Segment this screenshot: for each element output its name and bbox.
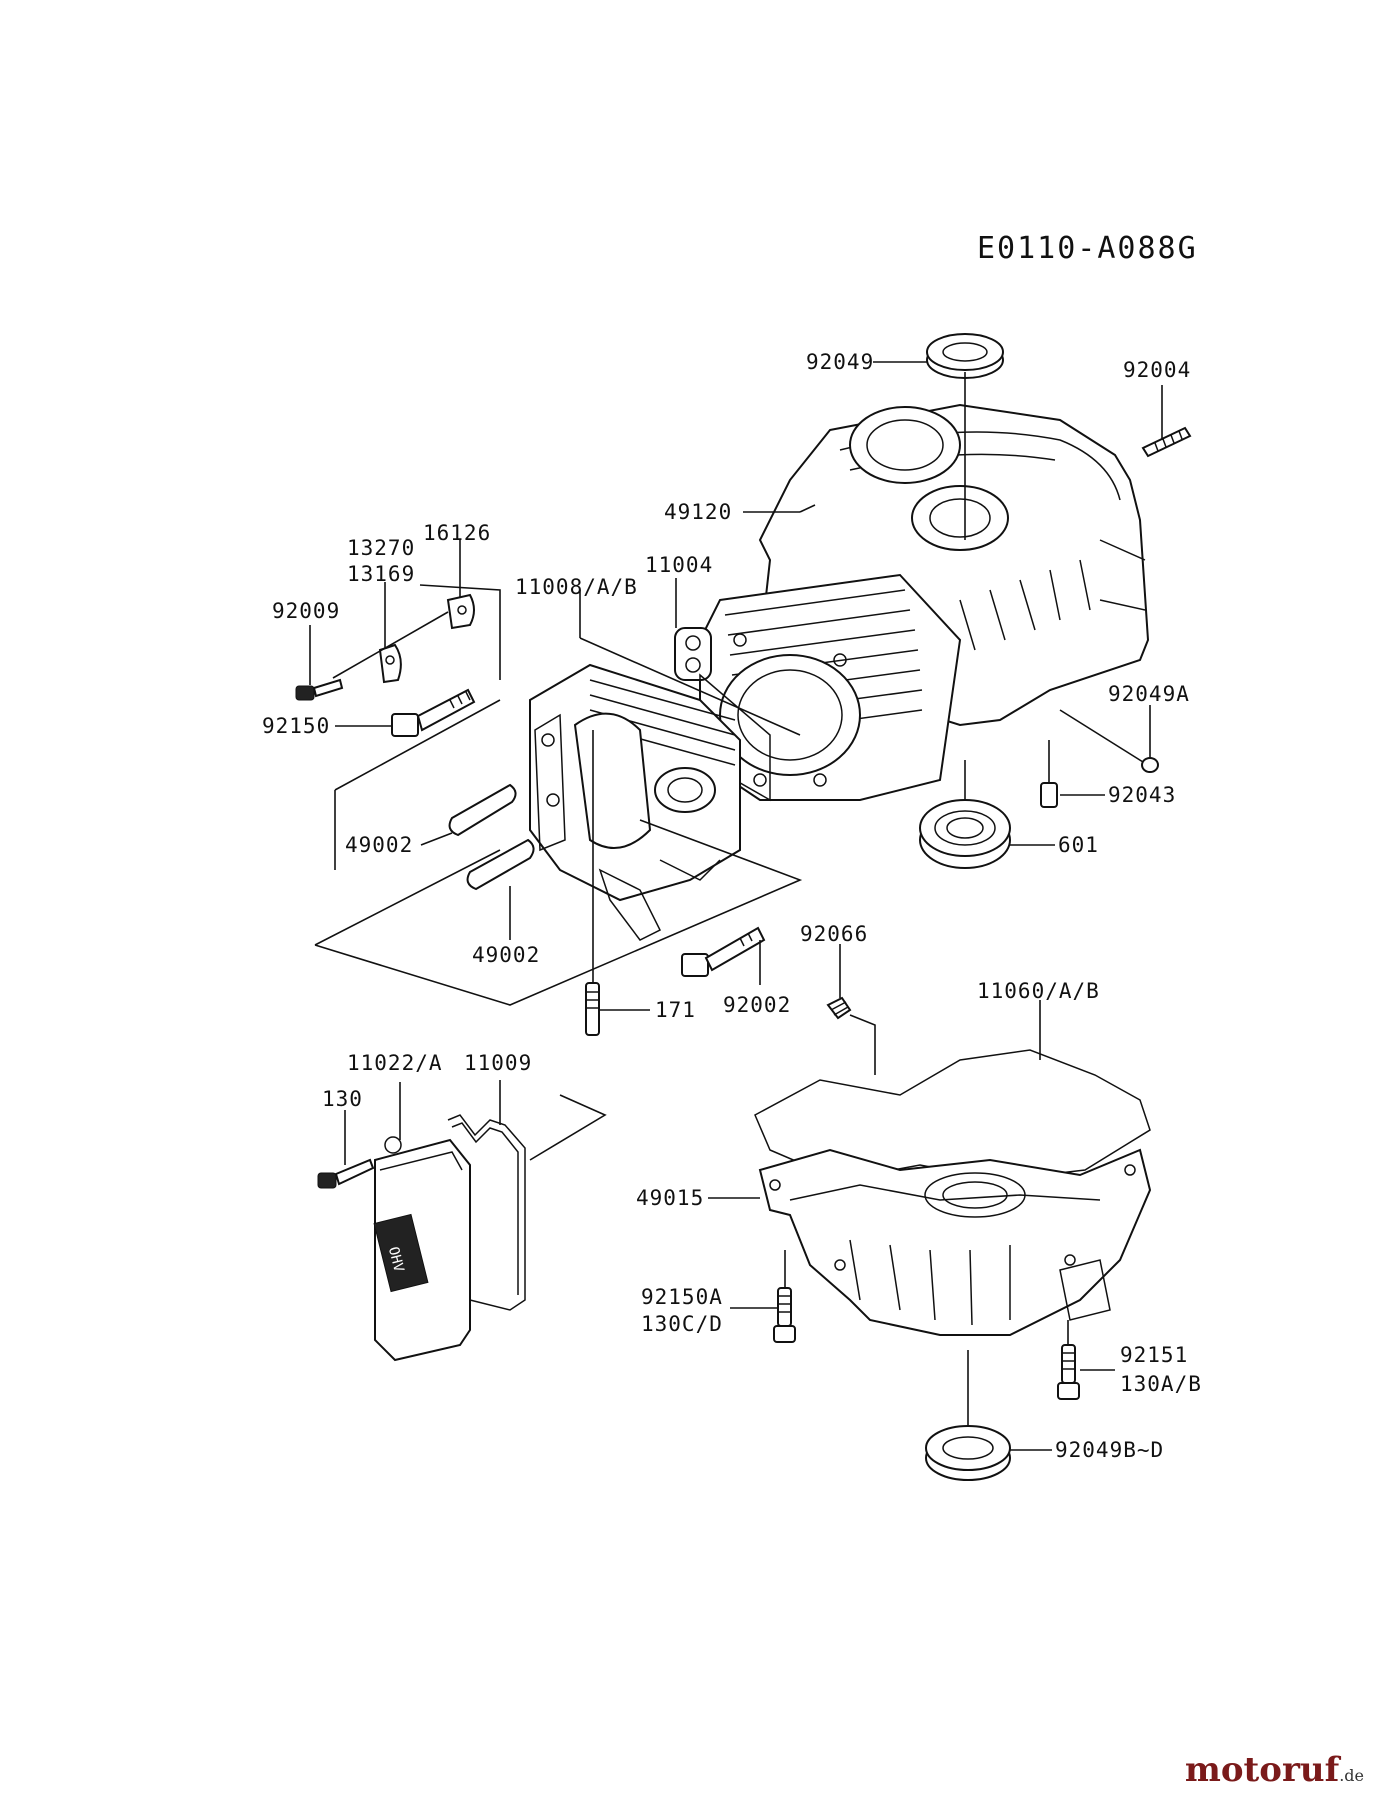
label-130: 130 [322,1087,363,1111]
bolt-92151 [1057,1344,1080,1400]
label-11008: 11008/A/B [515,575,638,599]
label-92150A: 92150A [641,1285,723,1309]
cover-logo: OHV [385,1245,407,1274]
oil-seal-92049 [926,333,1004,379]
label-92049: 92049 [806,350,874,374]
bolt-92150 [391,688,476,737]
label-92004: 92004 [1123,358,1191,382]
plug-92066 [826,996,852,1020]
bearing-601 [919,799,1011,869]
label-130CD: 130C/D [641,1312,723,1336]
label-601: 601 [1058,833,1099,857]
label-92150: 92150 [262,714,330,738]
label-92002: 92002 [723,993,791,1017]
label-49015: 49015 [636,1186,704,1210]
label-92009: 92009 [272,599,340,623]
bolt-92009 [295,678,344,701]
washer-92049A [1141,757,1159,773]
stud-171 [585,982,600,1036]
label-49002-upper: 49002 [345,833,413,857]
label-92049A: 92049A [1108,682,1190,706]
label-11060: 11060/A/B [977,979,1100,1003]
label-92066: 92066 [800,922,868,946]
oil-pan-part [754,1049,1152,1336]
gasket-11004 [674,627,712,681]
label-11009: 11009 [464,1051,532,1075]
label-11022: 11022/A [347,1051,443,1075]
dowel-92043 [1040,782,1058,808]
bolt-92002 [681,926,766,977]
bolt-130 [317,1158,375,1189]
label-92043: 92043 [1108,783,1176,807]
clip-16126 [446,593,475,630]
label-92049B-D: 92049B~D [1055,1438,1164,1462]
label-11004: 11004 [645,553,713,577]
label-13270: 13270 [347,536,415,560]
watermark-brand: motoruf [1184,1750,1340,1790]
stud-92004 [1141,426,1192,458]
gasket-11009 [447,1114,526,1311]
label-130AB: 130A/B [1120,1372,1202,1396]
label-16126: 16126 [423,521,491,545]
label-92151: 92151 [1120,1343,1188,1367]
rocker-cover-part: OHV [373,1136,471,1362]
label-13169: 13169 [347,562,415,586]
label-49002-lower: 49002 [472,943,540,967]
crankcase-part [698,403,1150,801]
oil-seal-92049B-D [925,1425,1011,1481]
tube-49002-lower [466,838,535,891]
diagram-code: E0110-A088G [977,231,1198,266]
tube-49002-upper [448,783,517,837]
bracket-13270 [378,643,402,684]
watermark-tld: .de [1339,1766,1364,1785]
bolt-92150A [773,1287,796,1343]
label-49120: 49120 [664,500,732,524]
watermark-logo: motoruf.de [1185,1750,1364,1790]
label-171: 171 [655,998,696,1022]
